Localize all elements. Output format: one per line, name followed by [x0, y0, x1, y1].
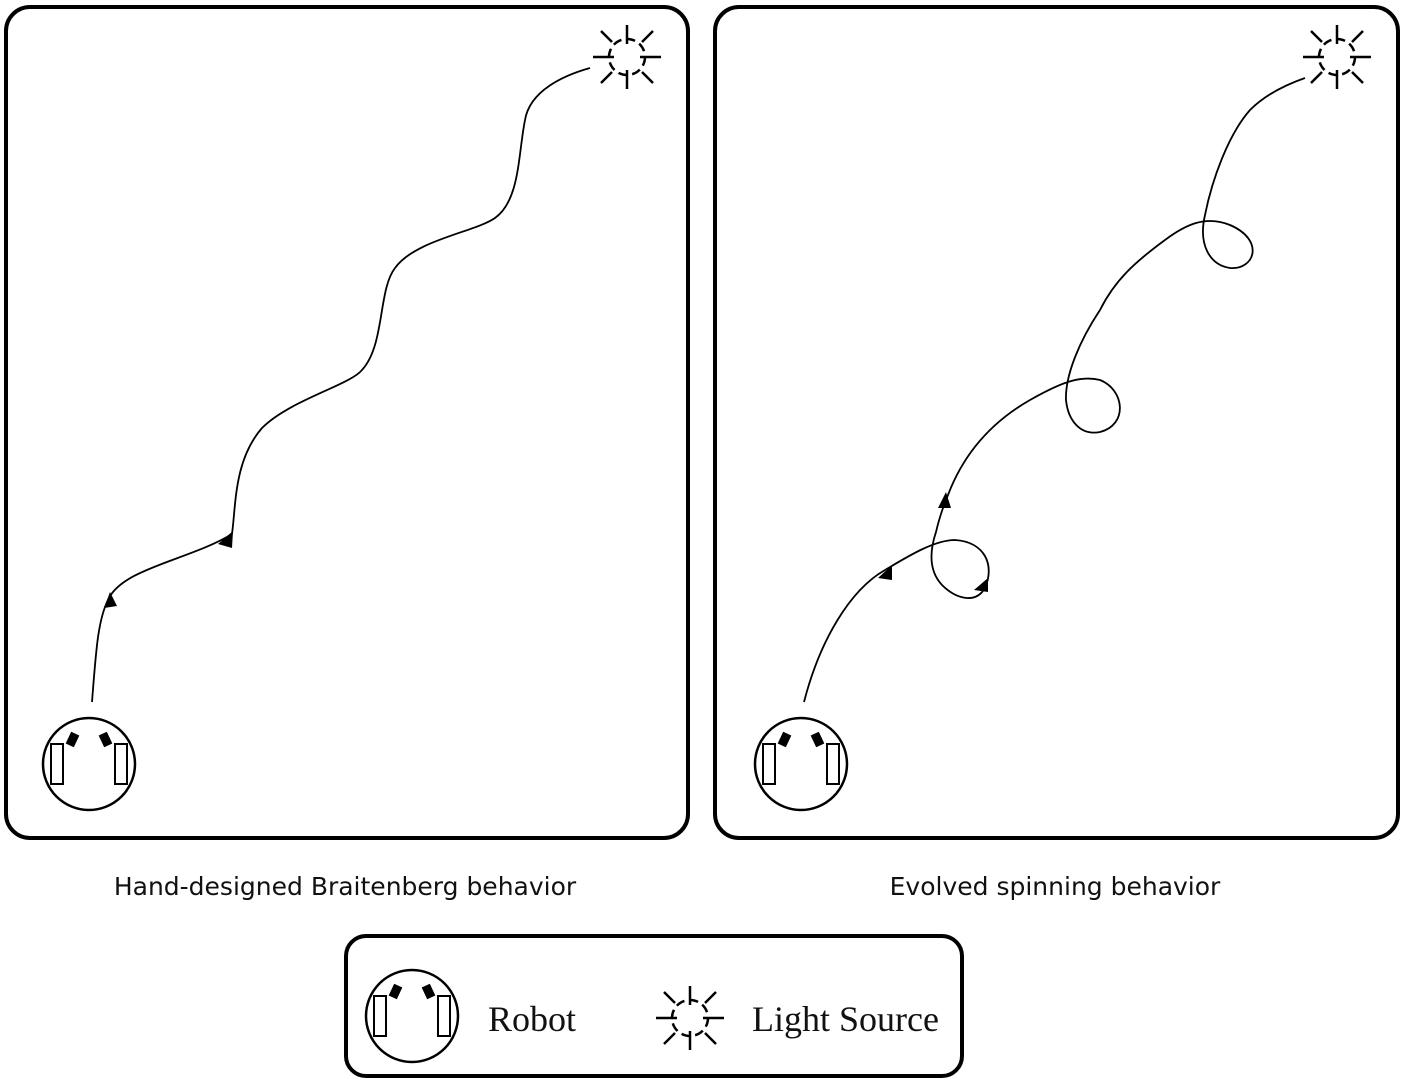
arena-border: [713, 5, 1400, 840]
legend-light-label: Light Source: [752, 999, 939, 1039]
direction-arrow-icon: [938, 492, 951, 508]
direction-arrow-icon: [878, 565, 892, 580]
legend-robot-label: Robot: [488, 999, 577, 1039]
legend-box: [344, 934, 964, 1078]
light-source-icon: [591, 23, 663, 91]
light-source-icon: [1301, 23, 1373, 91]
robot-trajectory: [91, 67, 591, 703]
braitenberg-panel: [4, 5, 690, 840]
spinning-panel: [713, 5, 1400, 840]
direction-arrow-icon: [218, 531, 233, 548]
direction-arrow-icon: [974, 578, 988, 592]
robot-icon: [753, 716, 849, 812]
light-source-icon: [654, 984, 726, 1052]
panel-caption: Hand-designed Braitenberg behavior: [113, 872, 577, 901]
direction-arrow-icon: [104, 592, 117, 608]
robot-trajectory: [803, 77, 1306, 703]
robot-icon: [41, 716, 137, 812]
panel-caption: Evolved spinning behavior: [889, 872, 1221, 901]
legend: [344, 934, 964, 1078]
robot-icon: [364, 968, 460, 1064]
arena-border: [4, 5, 690, 840]
